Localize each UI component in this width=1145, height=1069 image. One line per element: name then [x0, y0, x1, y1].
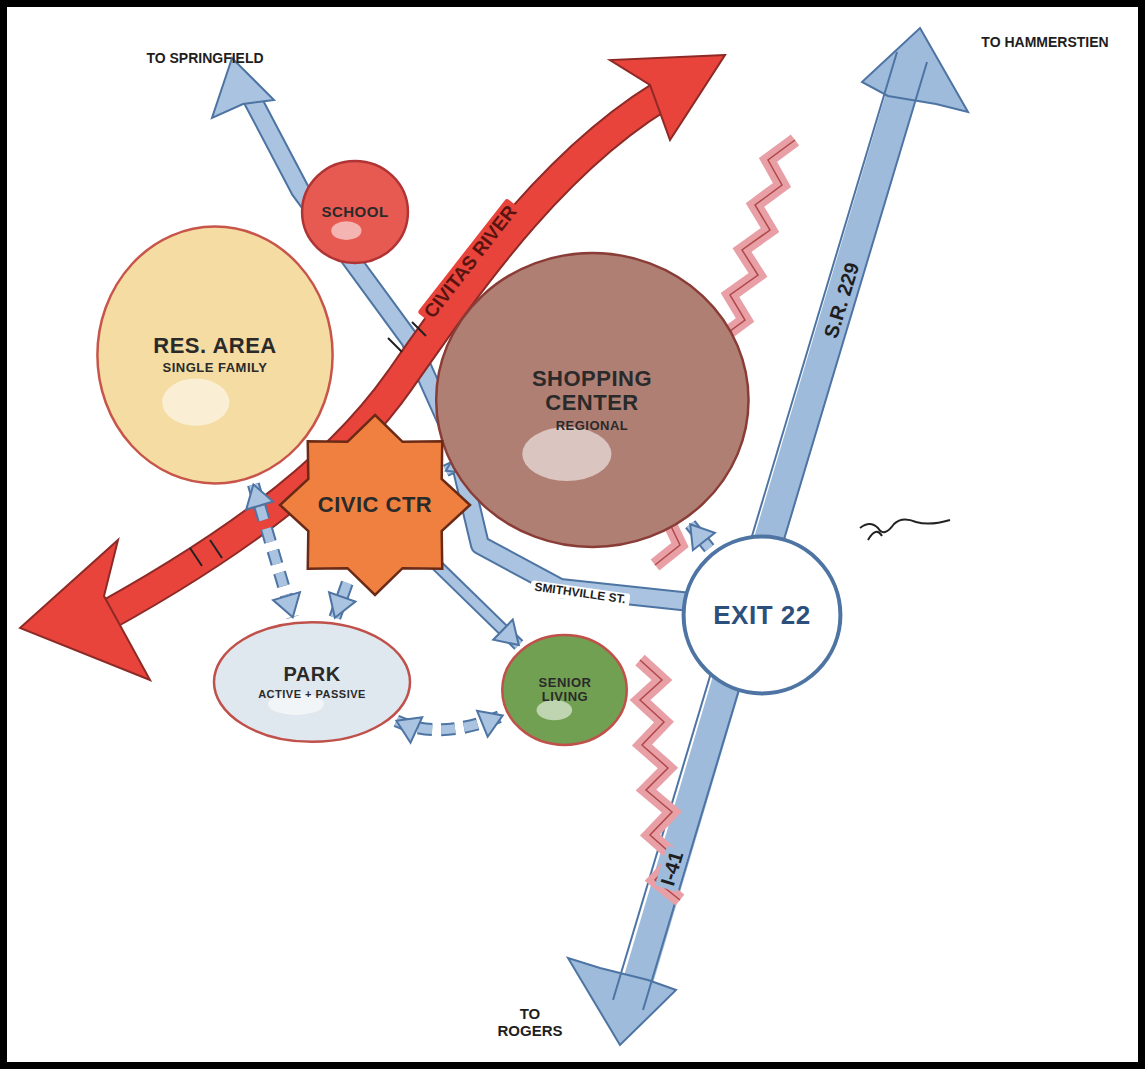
street-label: SMITHVILLE ST. — [530, 580, 631, 608]
node-heading: PARK — [258, 663, 366, 685]
node-shape — [684, 537, 841, 694]
node-shape — [503, 635, 627, 745]
arrowhead — [493, 620, 519, 645]
text-stack: CIVIC CTR — [318, 493, 433, 517]
river-arrowhead — [610, 55, 725, 140]
wash-highlight — [522, 427, 611, 481]
text-stack: SHOPPING CENTER REGIONAL — [484, 367, 700, 433]
text-stack: SCHOOL — [321, 204, 388, 221]
text-stack: PARK ACTIVE + PASSIVE — [258, 663, 366, 700]
arrowhead — [273, 592, 300, 617]
arrowhead — [396, 717, 422, 742]
wash-highlight — [162, 379, 229, 426]
node-subtext: SINGLE FAMILY — [153, 361, 276, 375]
node-heading: CIVIC CTR — [318, 493, 433, 517]
school-bubble: SCHOOL — [301, 160, 409, 264]
road-label: I-41 — [655, 844, 689, 891]
node-shape — [302, 161, 408, 263]
node-heading: EXIT 22 — [713, 601, 810, 630]
text-stack: RES. AREA SINGLE FAMILY — [153, 334, 276, 375]
node-subtext: REGIONAL — [484, 419, 700, 433]
node-subtext: ACTIVE + PASSIVE — [258, 688, 366, 700]
connector-stroke — [436, 564, 519, 645]
text-stack: SENIOR LIVING — [524, 676, 605, 705]
arrowhead — [690, 524, 715, 550]
road-label: S.R. 229 — [818, 256, 865, 345]
signature — [860, 519, 950, 540]
interchange-circle: EXIT 22 — [682, 535, 842, 695]
destination-label: TO HAMMERSTIEN — [981, 34, 1108, 50]
node-shape — [214, 622, 410, 742]
river-arrowhead — [20, 540, 150, 680]
senior-living-bubble: SENIOR LIVING — [501, 634, 628, 746]
arrowhead — [246, 484, 273, 509]
road-arrowhead — [212, 58, 274, 118]
node-heading: SENIOR LIVING — [524, 676, 605, 705]
node-heading: SCHOOL — [321, 204, 388, 221]
highway-edge — [643, 62, 927, 1010]
node-heading: SHOPPING CENTER — [484, 367, 700, 415]
node-shape — [97, 227, 332, 484]
arrowhead — [477, 711, 503, 737]
connector-stroke — [436, 564, 519, 645]
node-heading: RES. AREA — [153, 334, 276, 358]
node-shape — [436, 253, 748, 547]
park-bubble: PARK ACTIVE + PASSIVE — [212, 621, 412, 743]
wash-highlight — [331, 221, 361, 240]
residential-bubble: RES. AREA SINGLE FAMILY — [95, 224, 335, 486]
shopping-bubble: SHOPPING CENTER REGIONAL — [433, 250, 752, 550]
text-stack: EXIT 22 — [713, 601, 810, 630]
destination-label: TO ROGERS — [495, 1005, 565, 1040]
civic-center-star: CIVIC CTR — [280, 415, 470, 595]
link-arrow — [436, 564, 519, 645]
arrowhead — [329, 592, 355, 617]
node-shape — [280, 415, 470, 595]
destination-label: TO SPRINGFIELD — [146, 50, 263, 66]
